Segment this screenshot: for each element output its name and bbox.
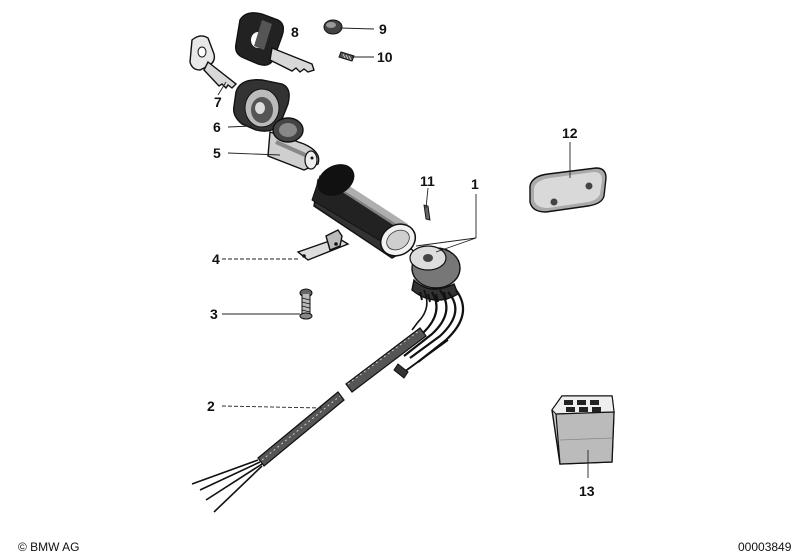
callout-1: 1 — [471, 176, 479, 192]
lock-cylinder — [267, 117, 320, 171]
set-screw — [338, 51, 355, 62]
leader-lines — [217, 27, 589, 478]
cover-plate — [529, 167, 607, 213]
diagram-number: 00003849 — [738, 540, 792, 554]
callout-2: 2 — [207, 398, 215, 414]
callout-5: 5 — [213, 145, 221, 161]
callout-6: 6 — [213, 119, 221, 135]
callout-12: 12 — [562, 125, 578, 141]
callout-8: 8 — [291, 24, 299, 40]
callout-9: 9 — [379, 21, 387, 37]
screw — [299, 288, 313, 320]
key-large — [234, 12, 315, 73]
plug-connector — [551, 395, 615, 465]
bezel-ring — [232, 79, 290, 132]
steering-lock-housing — [311, 164, 417, 259]
callout-11: 11 — [420, 173, 435, 189]
callout-10: 10 — [377, 49, 393, 65]
callout-3: 3 — [210, 306, 218, 322]
callout-13: 13 — [579, 483, 595, 499]
wiring-harness — [393, 289, 465, 379]
bracket — [296, 229, 350, 261]
key-small — [189, 35, 238, 90]
cap — [323, 19, 343, 35]
callout-4: 4 — [212, 251, 220, 267]
ignition-switch — [409, 245, 461, 303]
roll-pin — [423, 204, 431, 221]
copyright-text: © BMW AG — [18, 540, 80, 554]
cable-sleeve — [191, 327, 427, 513]
callout-7: 7 — [214, 94, 222, 110]
